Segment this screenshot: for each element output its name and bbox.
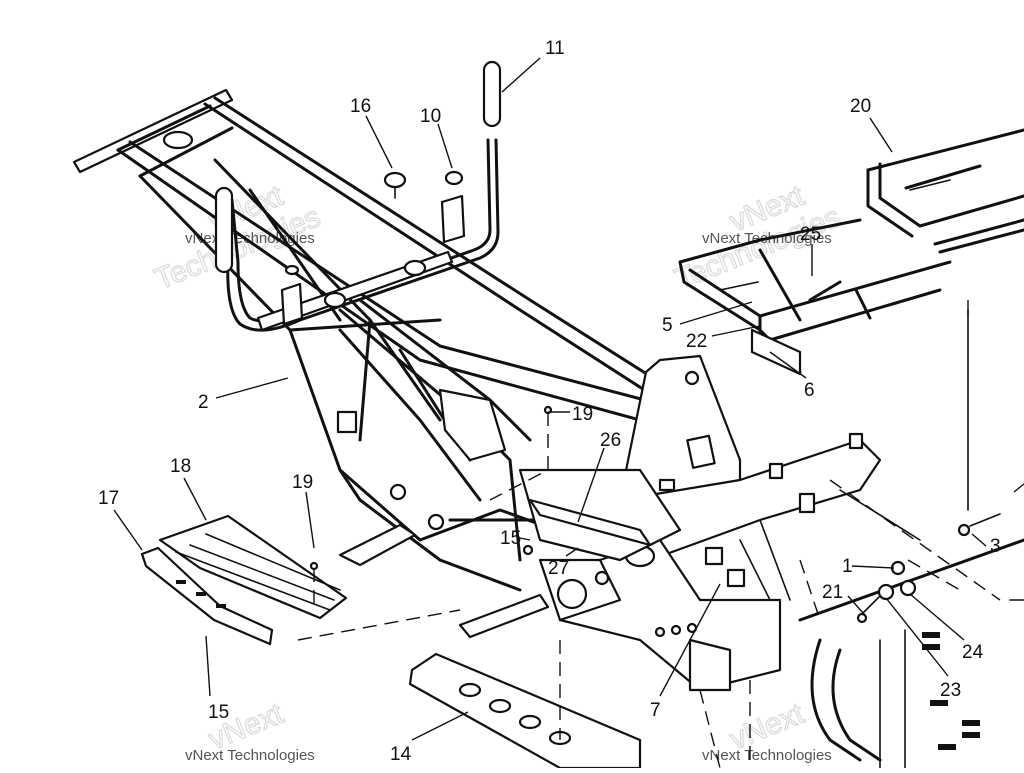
steering-mount [256, 170, 466, 332]
callout-19-lower: 19 [292, 472, 313, 493]
center-bracket [518, 468, 682, 622]
rear-fender [798, 309, 1024, 769]
callout-6: 6 [804, 380, 815, 401]
callout-16: 16 [350, 96, 371, 117]
callout-3: 3 [990, 536, 1001, 557]
fender-vents [922, 632, 980, 750]
callout-20: 20 [850, 96, 871, 117]
callout-11: 11 [545, 38, 565, 59]
handlebar-grip-left [214, 186, 234, 274]
svg-text:vNext Technologies: vNext Technologies [702, 747, 832, 764]
footrest-assembly [140, 514, 348, 646]
callout-15-center: 15 [500, 528, 521, 549]
footrest-bracket-right [458, 593, 550, 639]
fasteners [309, 405, 1001, 624]
rear-bracket [72, 88, 234, 174]
callout-14: 14 [390, 744, 412, 765]
callout-24: 24 [962, 642, 984, 663]
callout-19-upper: 19 [572, 404, 593, 425]
callout-18: 18 [170, 456, 191, 477]
callout-1: 1 [842, 556, 853, 577]
callout-23: 23 [940, 680, 961, 701]
callout-21: 21 [822, 582, 843, 603]
callout-15-lower: 15 [208, 702, 229, 723]
bushing-16 [383, 171, 407, 189]
footrest-trim [140, 546, 274, 646]
handlebar-grip-right [482, 60, 502, 128]
callout-27: 27 [548, 558, 569, 579]
callout-7: 7 [650, 700, 661, 721]
rear-mount-hole [162, 130, 194, 150]
alignment-lines [297, 300, 1001, 769]
bushing-10 [444, 170, 464, 186]
side-plate [438, 388, 507, 462]
washer-3 [957, 523, 971, 537]
leader-lines [113, 57, 1024, 741]
svg-text:vNext Technologies: vNext Technologies [185, 747, 315, 764]
callout-2: 2 [198, 392, 209, 413]
callout-5: 5 [662, 315, 673, 336]
watermark-bottom-left: vNext vNext Technologies [185, 696, 315, 764]
callout-26: 26 [600, 430, 621, 451]
skid-plate [408, 652, 642, 770]
watermark-bottom-right: vNext vNext Technologies [702, 696, 832, 764]
footrest-board [158, 514, 348, 620]
washer-23 [877, 583, 895, 601]
callout-17: 17 [98, 488, 119, 509]
callout-25: 25 [800, 224, 821, 245]
callout-labels: 11 16 10 20 25 5 22 6 2 19 26 18 19 17 1… [98, 38, 1001, 765]
washer-24 [899, 579, 917, 597]
footrest-bracket-left [338, 523, 417, 567]
front-upright [558, 354, 921, 692]
callout-22: 22 [686, 331, 707, 352]
callout-10: 10 [420, 106, 441, 127]
